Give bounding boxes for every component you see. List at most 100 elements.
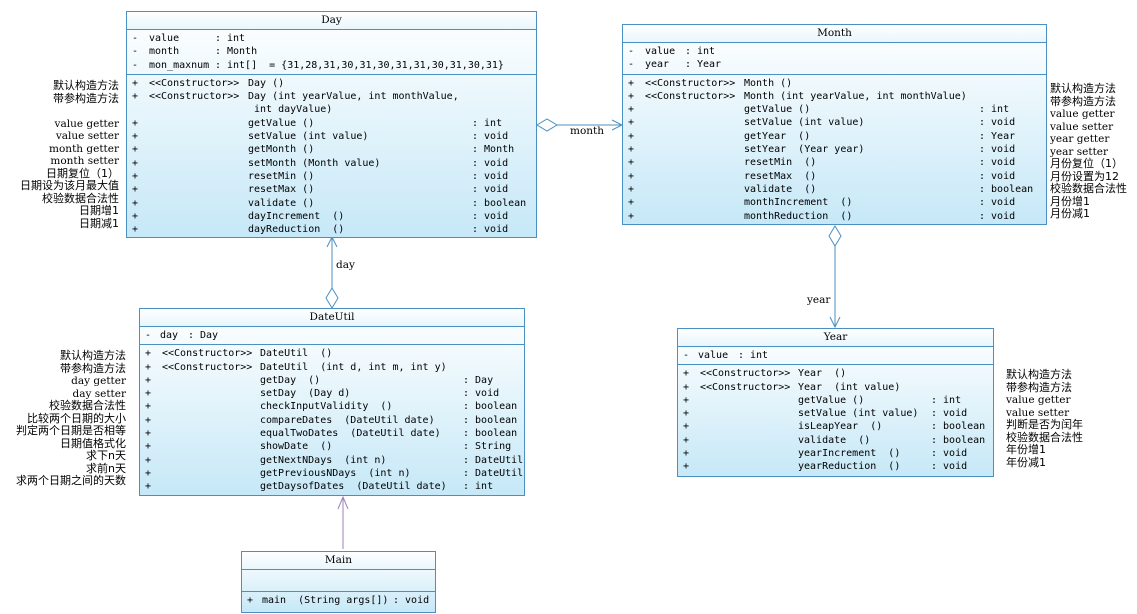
attribute-type: Day <box>200 330 219 341</box>
method-signature: validate () <box>248 197 315 209</box>
visibility-marker: + <box>145 401 152 413</box>
method-row: +getPreviousNDays (int n): DateUtil <box>140 467 524 480</box>
method-signature: getMonth () <box>248 144 315 156</box>
method-signature: dayIncrement () <box>248 210 345 222</box>
method-row: +monthIncrement (): void <box>623 196 1046 209</box>
method-row: +getMonth (): Month <box>127 143 536 156</box>
method-row: +setValue (int value): void <box>127 130 536 143</box>
method-signature: Day () <box>248 77 285 89</box>
visibility-marker: + <box>145 414 152 426</box>
attribute-name: year <box>645 59 670 71</box>
attributes-section: -value:int-year:Year <box>623 43 1046 75</box>
link-label-day: day <box>336 259 355 271</box>
return-type: : boolean <box>472 197 527 209</box>
method-row: +getDay (): Day <box>140 374 524 387</box>
visibility-marker: + <box>628 104 635 116</box>
note-line: 判定两个日期是否相等 <box>16 424 126 437</box>
visibility-marker: + <box>683 394 690 406</box>
stereotype: <<Constructor>> <box>645 77 736 89</box>
return-type: : void <box>472 157 509 169</box>
visibility-marker: + <box>145 388 152 400</box>
attribute-row: -month:Month <box>127 45 536 58</box>
method-signature: yearReduction () <box>798 461 901 473</box>
stereotype: <<Constructor>> <box>645 90 736 102</box>
visibility-marker: + <box>628 210 635 222</box>
note-line: 校验数据合法性 <box>49 399 126 412</box>
class-year[interactable]: Year -value:int +<<Constructor>>Year ()+… <box>677 328 994 477</box>
method-row: +getValue (): int <box>623 103 1046 116</box>
visibility-marker: + <box>628 90 635 102</box>
note-line: 默认构造方法 <box>1050 82 1116 95</box>
visibility-marker: + <box>132 144 139 156</box>
method-signature: validate () <box>744 183 817 195</box>
method-row: +validate (): boolean <box>623 183 1046 196</box>
return-type: : void <box>979 210 1016 222</box>
visibility-marker: + <box>132 77 139 89</box>
method-row: +getDaysofDates (DateUtil date): int <box>140 480 524 493</box>
return-type: : void <box>979 117 1016 129</box>
method-signature: equalTwoDates (DateUtil date) <box>260 428 441 440</box>
methods-section: +<<Constructor>>Year ()+<<Constructor>>Y… <box>678 365 993 475</box>
class-main[interactable]: Main +main (String args[]): void <box>241 551 436 613</box>
visibility-marker: + <box>628 170 635 182</box>
visibility-marker: + <box>145 348 152 360</box>
methods-section: + <<Constructor>> Month () + <<Constructor>>… <box>623 75 1046 225</box>
visibility-marker: - <box>132 59 139 71</box>
visibility-marker: + <box>628 77 635 89</box>
class-day[interactable]: Day -value:int-month:Month-mon_maxnum:in… <box>126 11 537 238</box>
note-line: 判断是否为闰年 <box>1006 418 1083 431</box>
return-type: : void <box>979 157 1016 169</box>
method-signature: setValue (int value) <box>798 408 919 420</box>
method-signature: Month () <box>744 77 793 89</box>
return-type: : void <box>979 197 1016 209</box>
note-line: 月份减1 <box>1050 207 1090 220</box>
method-row: +dayReduction (): void <box>127 223 536 236</box>
note-line: 带参构造方法 <box>1050 94 1116 108</box>
method-row: +resetMax (): void <box>623 170 1046 183</box>
return-type: : DateUtil <box>463 467 524 479</box>
method-signature: monthReduction () <box>744 210 853 222</box>
visibility-marker: + <box>145 428 152 440</box>
class-month[interactable]: Month -value:int-year:Year +<<Constructo… <box>622 24 1047 225</box>
note-line: 月份复位（1） <box>1050 157 1123 170</box>
return-type: : void <box>979 144 1016 156</box>
method-row: +<<Constructor>>DateUtil (int d, int m, … <box>140 361 524 374</box>
visibility-marker: + <box>628 157 635 169</box>
method-row: +yearReduction (): void <box>678 460 993 473</box>
note-line: 日期值格式化 <box>60 436 126 450</box>
month-year-aggregation-diamond <box>828 225 842 247</box>
return-type: : void <box>472 210 509 222</box>
note-line: value setter <box>1006 406 1070 419</box>
visibility-marker: + <box>145 361 152 373</box>
return-type: : void <box>472 131 509 143</box>
method-row: +getValue (): int <box>678 394 993 407</box>
note-line: 日期增1 <box>79 204 119 217</box>
note-line: 默认构造方法 <box>1006 368 1072 381</box>
note-line: 校验数据合法性 <box>42 191 119 205</box>
method-signature: getValue () <box>744 104 811 116</box>
attribute-name: month <box>149 46 180 58</box>
class-title: Main <box>242 552 435 570</box>
attribute-type: int <box>697 46 716 57</box>
note-line: 求下n天 <box>86 449 126 462</box>
class-dateutil[interactable]: DateUtil -day:Day +<<Constructor>>DateUt… <box>139 308 525 496</box>
visibility-marker: + <box>628 197 635 209</box>
method-row: +validate (): boolean <box>127 197 536 210</box>
note-line: 带参构造方法 <box>53 91 119 105</box>
attribute-type: Month <box>227 46 258 58</box>
return-type: : boolean <box>463 428 518 440</box>
attribute-row: -mon_maxnum:int[] = {31,28,31,30,31,30,3… <box>127 59 536 72</box>
method-signature: int dayValue) <box>248 104 333 116</box>
return-type: : void <box>931 461 968 473</box>
visibility-marker: + <box>628 144 635 156</box>
method-signature: setDay (Day d) <box>260 388 351 400</box>
method-signature: compareDates (DateUtil date) <box>260 414 435 426</box>
attribute-name: value <box>645 46 676 57</box>
return-type: : void <box>472 184 509 196</box>
stereotype: <<Constructor>> <box>162 361 253 373</box>
method-row: +getNextNDays (int n): DateUtil <box>140 454 524 467</box>
visibility-marker: + <box>683 368 690 380</box>
method-signature: getPreviousNDays (int n) <box>260 467 411 479</box>
